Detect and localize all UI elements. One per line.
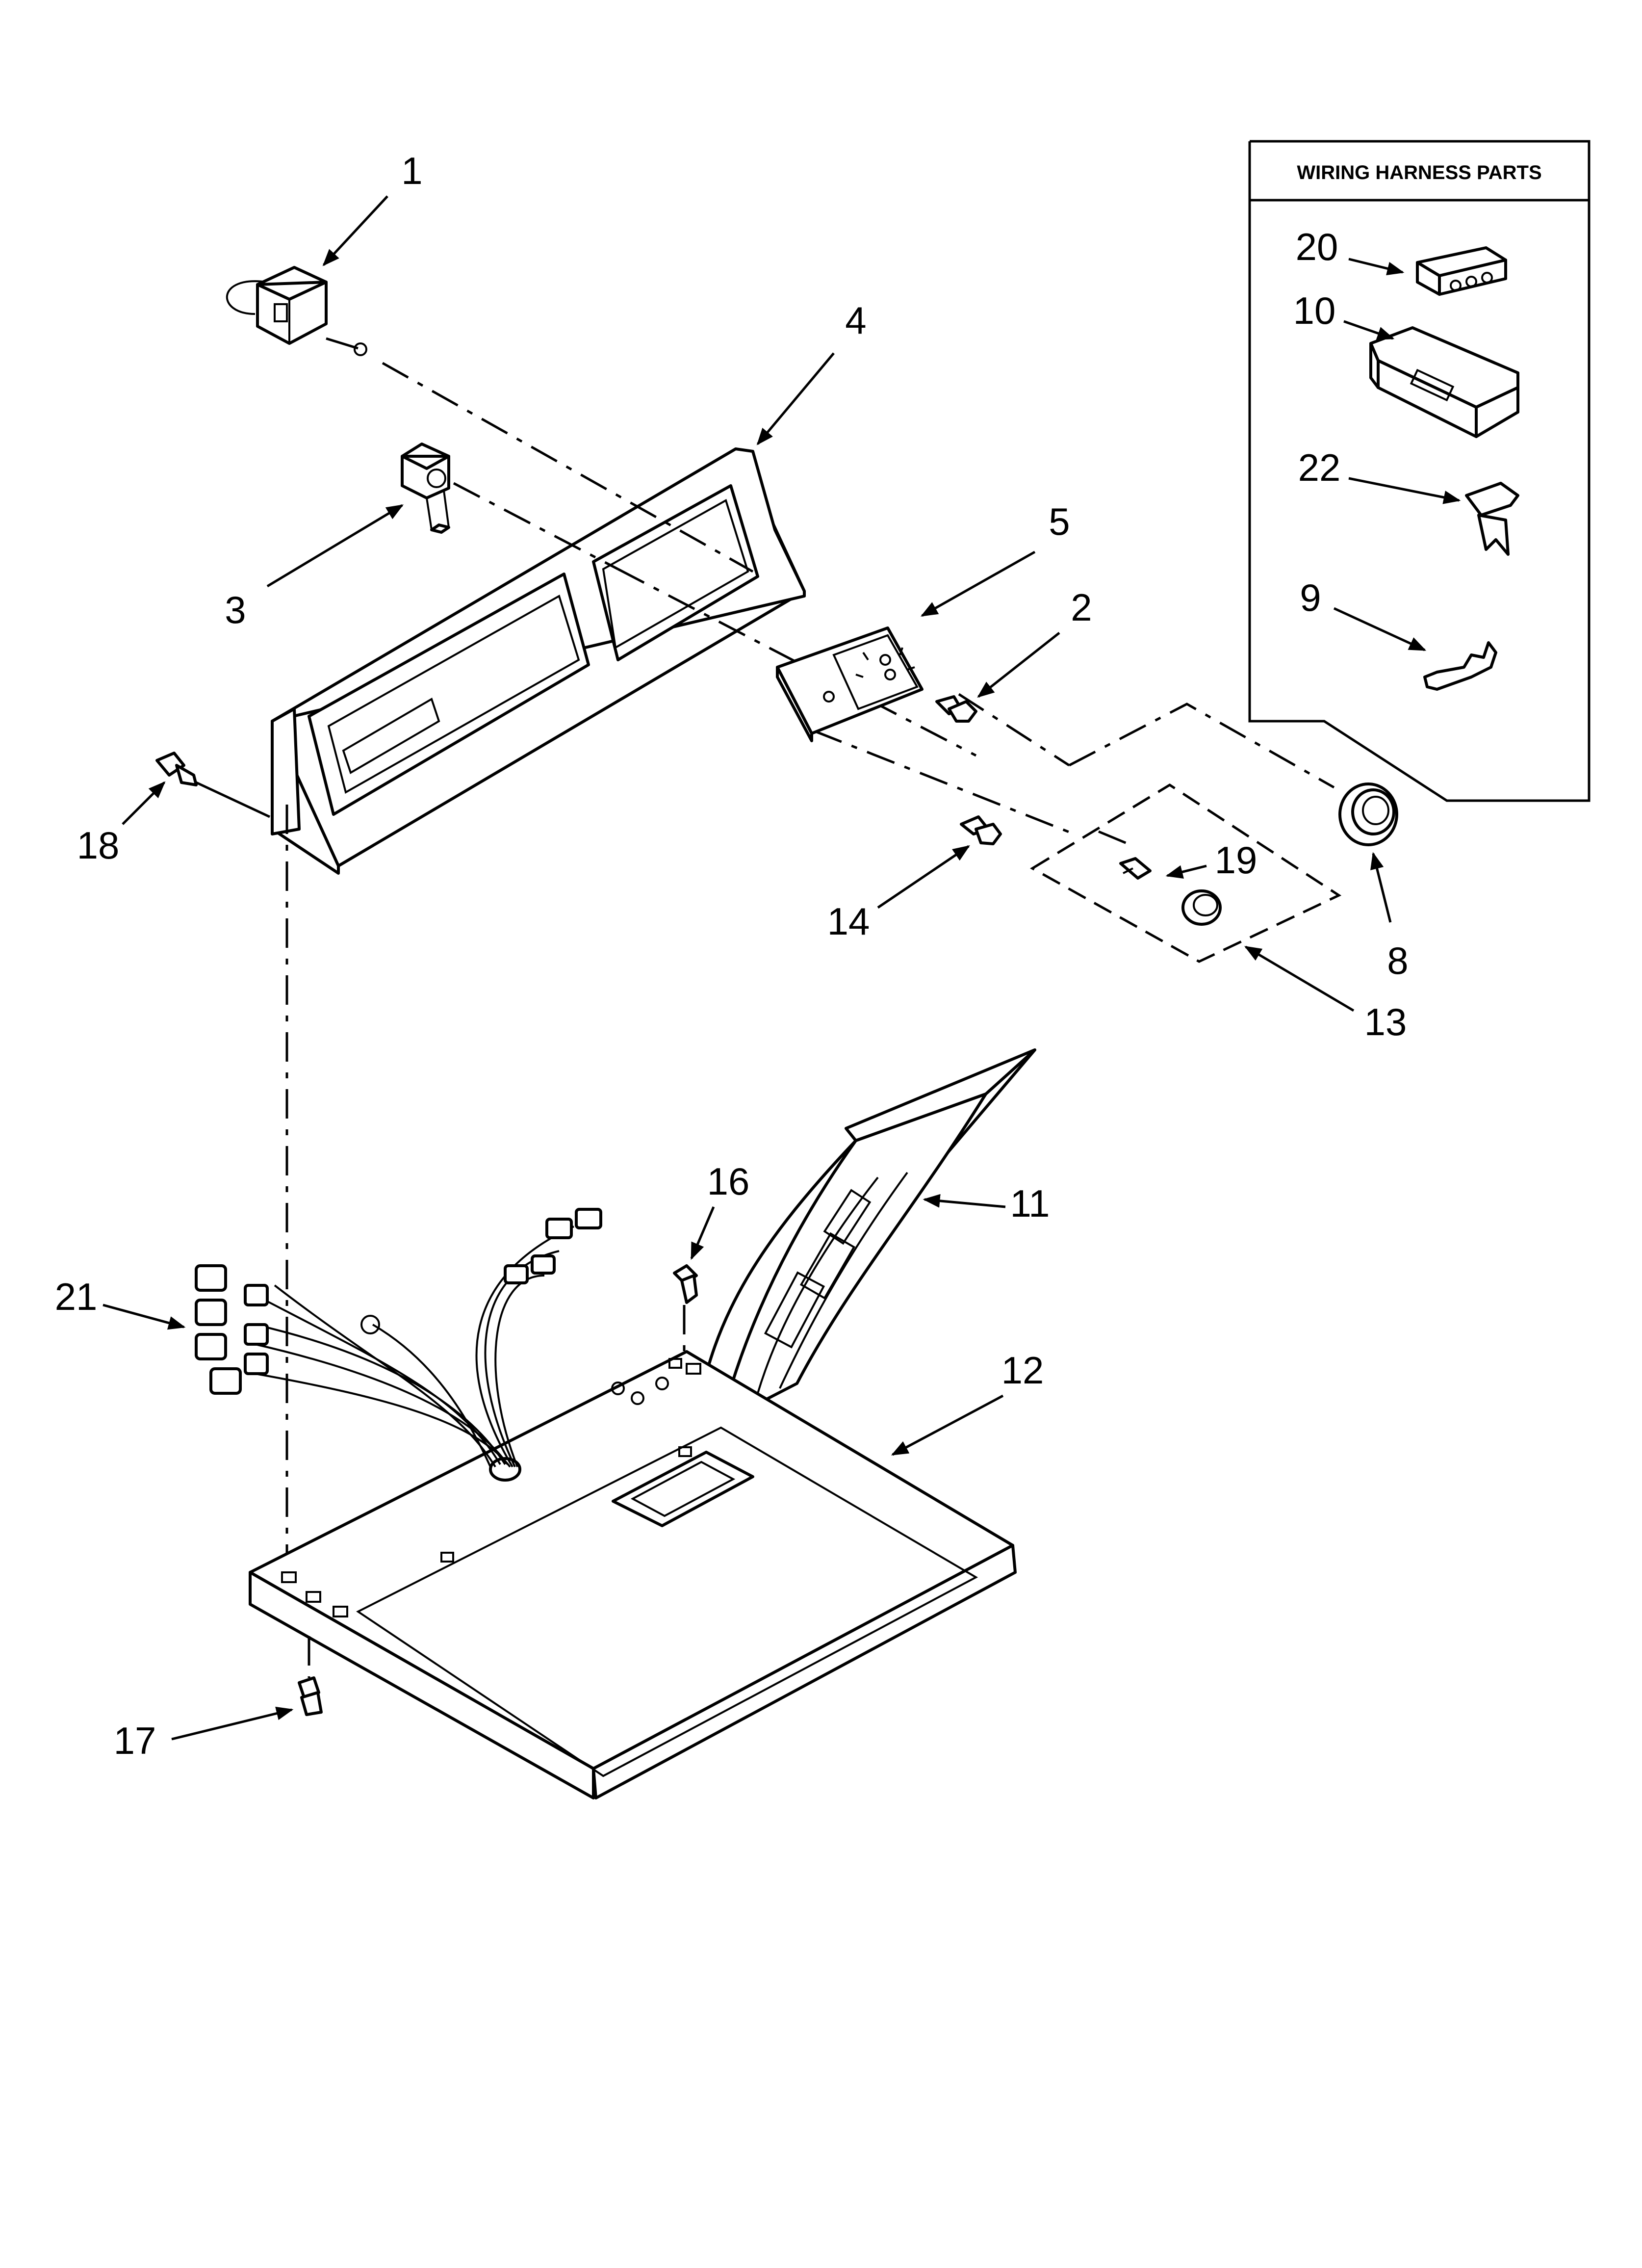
part-2-screw <box>935 695 977 723</box>
part-17-screw <box>298 1636 323 1716</box>
callout-21: 21 <box>55 1275 98 1318</box>
callout-13: 13 <box>1364 1000 1407 1043</box>
callout-10: 10 <box>1293 289 1336 332</box>
lint-screen-mesh <box>764 1189 872 1349</box>
part-13-knob-kit <box>1030 783 1342 963</box>
part-14-screw <box>960 815 1002 845</box>
callout-11: 11 <box>1010 1182 1050 1225</box>
part-12-top-panel <box>249 1350 1017 1799</box>
part-18-screw <box>155 752 271 818</box>
part-3-switch <box>401 443 450 534</box>
callout-19: 19 <box>1215 838 1257 882</box>
callout-20: 20 <box>1296 225 1338 268</box>
callout-1: 1 <box>401 149 422 192</box>
part-5-dial-plate <box>776 626 924 742</box>
callout-14: 14 <box>827 900 870 943</box>
part-22-clip <box>1465 482 1519 556</box>
part-8-knob <box>1338 782 1398 846</box>
callout-22: 22 <box>1298 446 1341 489</box>
callout-18: 18 <box>77 824 120 867</box>
wiring-harness-title: WIRING HARNESS PARTS <box>1297 162 1541 183</box>
wiring-harness-box: WIRING HARNESS PARTS 20 <box>1248 140 1591 802</box>
callout-3: 3 <box>225 588 246 631</box>
alignment-lines <box>285 362 1335 1585</box>
part-11-lint-duct <box>695 1048 1036 1424</box>
part-1-timer <box>226 266 367 356</box>
part-20-connector <box>1416 246 1507 296</box>
callout-2: 2 <box>1071 586 1092 629</box>
part-21-wire-harness <box>195 1208 602 1468</box>
part-10-terminal-block <box>1369 326 1519 438</box>
callout-4: 4 <box>845 299 866 342</box>
part-19-clip <box>1119 857 1152 880</box>
callout-8: 8 <box>1387 939 1408 982</box>
callout-17: 17 <box>114 1719 156 1762</box>
callout-16: 16 <box>707 1160 750 1203</box>
part-4-console <box>271 447 806 875</box>
callout-5: 5 <box>1049 500 1070 543</box>
callout-12: 12 <box>1001 1349 1044 1392</box>
callout-9: 9 <box>1300 576 1321 619</box>
part-9-terminal <box>1423 641 1497 691</box>
